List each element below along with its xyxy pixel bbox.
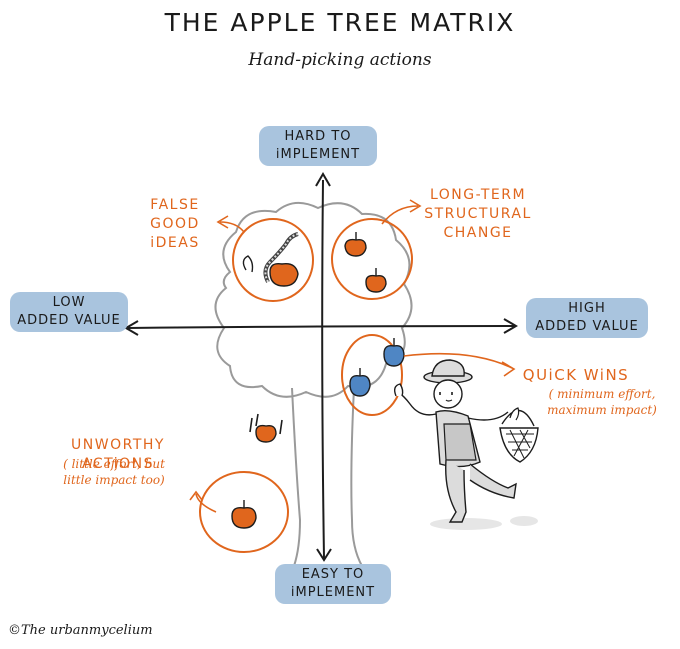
circle-long-term: [331, 218, 413, 300]
falling-apple-icon: [255, 424, 277, 443]
fallen-apple-icon: [231, 506, 257, 529]
blue-apple-icon-2: [349, 374, 371, 397]
apple-icon-2: [365, 274, 387, 293]
note-quick-wins: ( minimum effort, maximum impact): [547, 387, 657, 417]
label-quick-wins: QUiCK WiNS: [522, 366, 630, 384]
blue-apple-icon-1: [383, 344, 405, 367]
label-unworthy: UNWORTHY ACTiONS: [71, 437, 165, 472]
apple-icon-1: [344, 238, 367, 257]
page-title: THE APPLE TREE MATRIX: [164, 8, 516, 37]
axis-label-bottom: EASY TO iMPLEMENT: [275, 564, 391, 604]
worm-apple-icon: [269, 262, 299, 287]
label-long-term: LONG-TERM STRUCTURAL CHANGE: [424, 187, 532, 241]
axis-label-top: HARD TO iMPLEMENT: [259, 126, 377, 166]
tree-trunk: [291, 387, 364, 567]
circle-quick-wins: [341, 334, 403, 416]
axis-label-left: LOW ADDED VALUE: [10, 292, 128, 332]
vertical-axis-arrow-top: [315, 172, 331, 187]
arrow-quick-wins: [403, 352, 513, 369]
basket-icon: [499, 407, 539, 463]
vertical-axis: [321, 179, 325, 559]
circle-unworthy: [199, 471, 289, 553]
horizontal-axis: [127, 325, 515, 329]
arrow-false-good-ideas: [219, 221, 245, 233]
axis-label-right: HIGH ADDED VALUE: [526, 298, 648, 338]
vertical-axis-arrow-bottom: [316, 548, 332, 562]
gardener-figure: [393, 359, 538, 530]
arrow-unworthy: [195, 493, 217, 513]
note-unworthy: ( little effort, but little impact too): [63, 457, 165, 487]
credit-text: ©The urbanmycelium: [8, 623, 153, 638]
arrow-long-term: [381, 205, 419, 225]
label-false-good-ideas: FALSE GOOD iDEAS: [150, 197, 200, 251]
circle-false-good-ideas: [232, 218, 314, 302]
horizontal-axis-arrow-right: [503, 318, 518, 334]
page-subtitle: Hand-picking actions: [248, 50, 432, 70]
